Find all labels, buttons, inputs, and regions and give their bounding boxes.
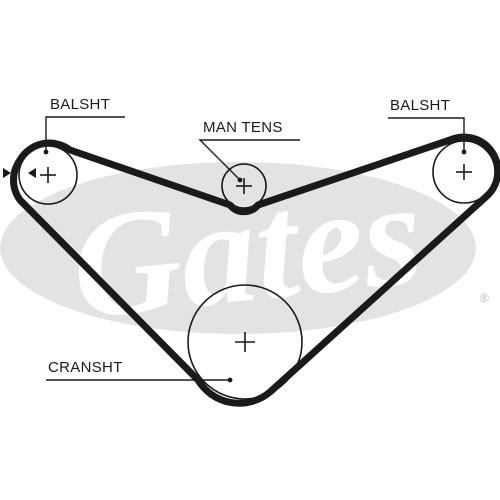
gates-watermark: Gates ® bbox=[0, 149, 489, 351]
center-cross-icon bbox=[235, 332, 255, 352]
leader-balance-shaft-right bbox=[388, 117, 465, 152]
watermark-logo: Gates bbox=[64, 149, 429, 351]
label-crankshaft: CRANSHT bbox=[48, 359, 123, 376]
leader-manual-tensioner bbox=[198, 139, 300, 181]
watermark-ellipse bbox=[0, 162, 476, 334]
pulley-crankshaft bbox=[187, 284, 303, 400]
trademark-symbol: ® bbox=[480, 291, 489, 305]
pulley-outline bbox=[187, 284, 303, 400]
rotation-arrow-icon bbox=[3, 168, 36, 178]
label-manual-tensioner: MAN TENS bbox=[203, 119, 283, 136]
pulley-manual-tensioner bbox=[221, 163, 267, 209]
center-cross-icon bbox=[456, 164, 472, 180]
pulley-outline bbox=[221, 163, 267, 209]
center-cross-icon bbox=[236, 178, 252, 194]
pulley-balance-shaft-left bbox=[18, 145, 78, 205]
label-balance-shaft-right: BALSHT bbox=[390, 97, 450, 114]
leader-endpoints bbox=[43, 149, 467, 383]
pulley-outline bbox=[18, 145, 78, 205]
label-balance-shaft-left: BALSHT bbox=[50, 96, 110, 113]
center-cross-icon bbox=[40, 167, 56, 183]
leader-balance-shaft-left bbox=[45, 116, 125, 152]
timing-belt bbox=[10, 133, 500, 407]
label-leaders bbox=[45, 116, 465, 381]
